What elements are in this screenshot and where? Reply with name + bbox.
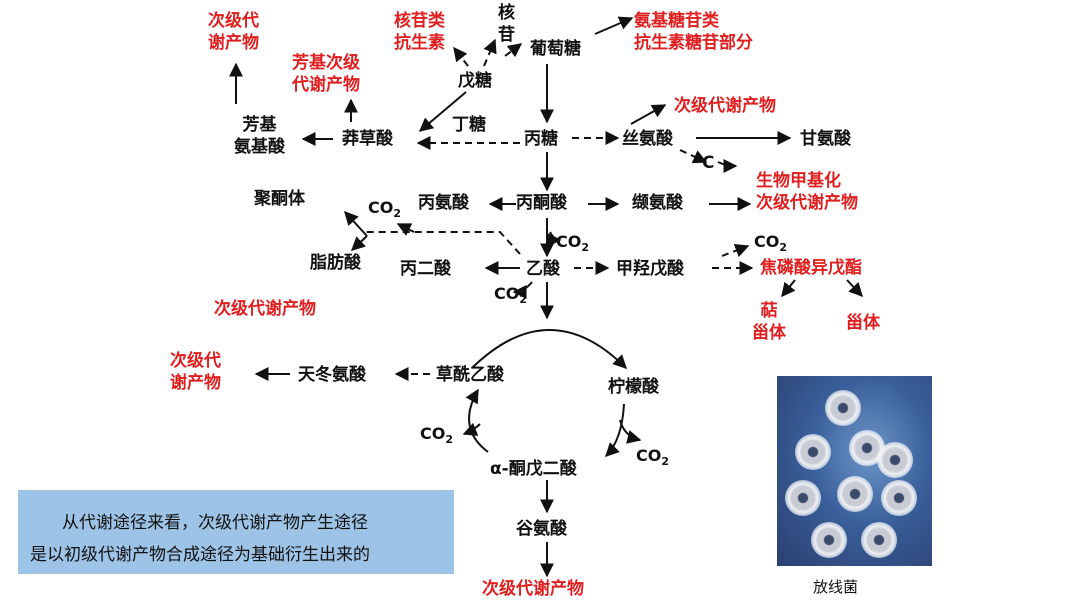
colony [837, 476, 873, 512]
node-glucose: 葡萄糖 [530, 38, 581, 60]
product-glutamate-secondary: 次级代谢产物 [482, 578, 584, 600]
colony [881, 480, 917, 516]
colony [811, 522, 847, 558]
co2-label-tca-right: CO2 [636, 446, 669, 468]
node-polyketide: 聚酮体 [254, 188, 305, 210]
node-aromatic-aa: 芳基 氨基酸 [234, 114, 285, 158]
node-glycine: 甘氨酸 [800, 128, 851, 150]
note-line-1: 从代谢途径来看，次级代谢产物产生途径 [62, 508, 368, 533]
node-fatty-acid: 脂肪酸 [310, 252, 361, 274]
node-glutamate: 谷氨酸 [516, 518, 567, 540]
colony [795, 434, 831, 470]
product-steroid: 甾体 [846, 312, 880, 334]
node-tetrose: 丁糖 [452, 114, 486, 136]
dash-pentose-nucleoside-ab [454, 48, 468, 66]
product-terpene: 萜 甾体 [752, 300, 786, 344]
node-pentose: 戊糖 [458, 70, 492, 92]
co2-label-fatty: CO2 [368, 198, 401, 220]
node-pyruvate: 丙酮酸 [516, 192, 567, 214]
dash-co2-fatty [398, 224, 414, 232]
arrow-ipp-terpene [782, 280, 795, 296]
node-serine: 丝氨酸 [622, 128, 673, 150]
arrow-fatty-down [352, 236, 367, 250]
product-aspartate-secondary: 次级代 谢产物 [170, 350, 221, 394]
node-c1: C [702, 152, 714, 174]
node-triose: 丙糖 [524, 128, 558, 150]
node-acetate: 乙酸 [526, 258, 560, 280]
dash-acetate-fatty [366, 232, 520, 254]
co2-release-right [620, 420, 640, 440]
summary-note-box: 从代谢途径来看，次级代谢产物产生途径 是以初级代谢产物合成途径为基础衍生出来的 [18, 490, 454, 574]
tca-arc-left [469, 390, 488, 452]
co2-label-mevalonate: CO2 [754, 232, 787, 254]
co2-label-pyruvate: CO2 [556, 232, 589, 254]
node-mevalonate: 甲羟戊酸 [616, 258, 684, 280]
co2-label-acetate: CO2 [494, 284, 527, 306]
colony [825, 390, 861, 426]
node-aspartate: 天冬氨酸 [298, 364, 366, 386]
co2-label-tca-left: CO2 [420, 424, 453, 446]
product-methylation: 生物甲基化 次级代谢产物 [756, 170, 858, 214]
node-malonate: 丙二酸 [400, 258, 451, 280]
product-secondary-top-left: 次级代 谢产物 [208, 10, 259, 54]
tca-arc-right [606, 404, 624, 456]
node-nucleoside: 核 苷 [498, 2, 515, 46]
node-valine: 缬氨酸 [632, 192, 683, 214]
product-ipp: 焦磷酸异戊酯 [760, 257, 862, 279]
node-akg: α-酮戊二酸 [490, 458, 577, 480]
arrow-glucose-aminoglycoside [595, 18, 632, 34]
photo-caption: 放线菌 [813, 576, 858, 597]
node-alanine: 丙氨酸 [418, 192, 469, 214]
node-shikimic: 莽草酸 [342, 128, 393, 150]
note-line-2: 是以初级代谢产物合成途径为基础衍生出来的 [30, 540, 370, 565]
arrow-ipp-steroid [847, 280, 862, 296]
dash-mevalonate-co2 [722, 246, 748, 256]
product-serine-secondary: 次级代谢产物 [674, 95, 776, 117]
product-fatty-secondary: 次级代谢产物 [214, 298, 316, 320]
arrow-fatty-polyketide [345, 212, 367, 236]
colony [861, 522, 897, 558]
colony [785, 480, 821, 516]
arrow-serine-secondary [631, 105, 665, 124]
product-aminoglycoside: 氨基糖苷类 抗生素糖苷部分 [634, 10, 753, 54]
c1-arrow [718, 162, 736, 166]
actinomycete-photo [777, 376, 932, 566]
product-aromatic-secondary: 芳基次级 代谢产物 [292, 52, 360, 96]
node-oxaloacetate: 草酰乙酸 [436, 364, 504, 386]
colony [877, 442, 913, 478]
node-citrate: 柠檬酸 [608, 376, 659, 398]
dash-pentose-nucleoside [484, 40, 495, 66]
product-nucleoside-antibiotic: 核苷类 抗生素 [394, 10, 445, 54]
tca-arc-top [472, 330, 626, 368]
